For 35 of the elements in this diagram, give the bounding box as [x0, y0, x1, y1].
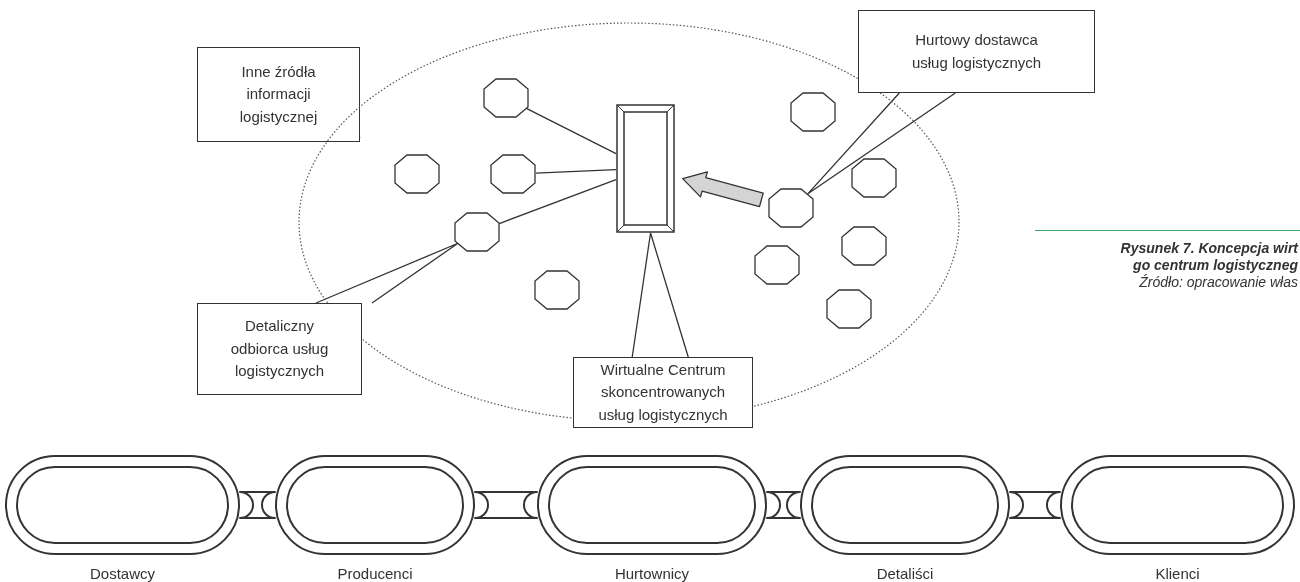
callout-box: Inne źródła informacji logistycznej — [197, 47, 360, 142]
octagon-shape — [768, 188, 814, 228]
callout-pointer — [315, 242, 459, 304]
octagon-shape — [841, 226, 887, 266]
connector-line — [525, 107, 617, 155]
octagon-shape — [826, 289, 872, 329]
octagon-shape — [754, 245, 800, 285]
octagon-shape — [534, 270, 580, 310]
octagon-shape — [490, 154, 536, 194]
octagon-shape — [483, 78, 529, 118]
callout-box: Wirtualne Centrum skoncentrowanych usług logistycznych — [573, 357, 753, 428]
chain-connector-link — [474, 491, 538, 519]
chain-label: Detaliści — [876, 564, 934, 582]
figure-caption: go centrum logistyczneg — [1133, 257, 1298, 274]
callout-pointer — [631, 232, 689, 358]
chain-connector-link — [239, 491, 276, 519]
chain-label: Producenci — [337, 564, 413, 582]
framed-rectangle — [616, 104, 675, 233]
connector-line — [535, 169, 617, 174]
chain-label: Dostawcy — [90, 564, 155, 582]
octagon-shape — [454, 212, 500, 252]
connector-line — [497, 178, 617, 225]
block-arrow — [682, 171, 764, 208]
chain-label: Hurtownicy — [614, 564, 690, 582]
callout-box: Hurtowy dostawca usług logistycznych — [858, 10, 1095, 93]
chain-label: Klienci — [1155, 564, 1200, 582]
octagon-shape — [790, 92, 836, 132]
figure-caption: Źródło: opracowanie włas — [1139, 274, 1298, 291]
figure-caption: Rysunek 7. Koncepcja wirt — [1120, 240, 1298, 257]
callout-pointer — [806, 92, 956, 195]
callout-box: Detaliczny odbiorca usług logistycznych — [197, 303, 362, 395]
octagon-shape — [394, 154, 440, 194]
octagon-shape — [851, 158, 897, 198]
chain-connector-link — [1009, 491, 1061, 519]
chain-connector-link — [766, 491, 801, 519]
